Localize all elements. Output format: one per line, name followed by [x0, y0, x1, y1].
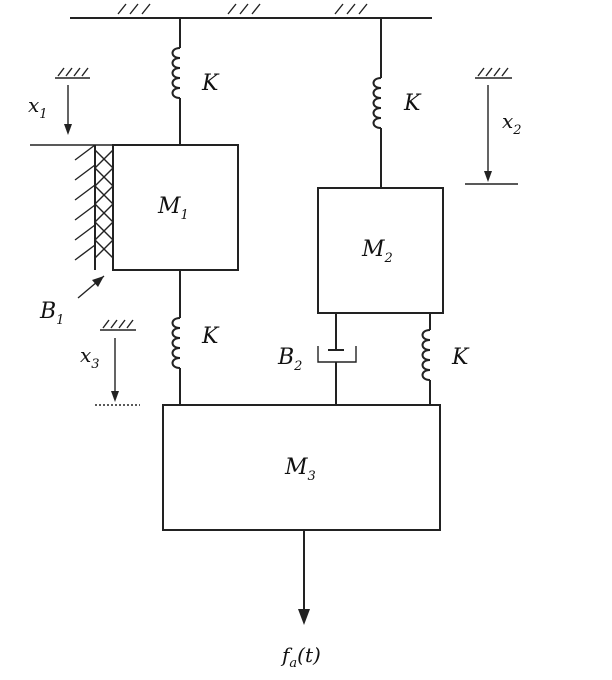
damper-b1-wall — [30, 144, 114, 299]
spring-k3 — [171, 270, 181, 405]
damper-b2-label: B2 — [277, 345, 302, 374]
force-label: fa(t) — [280, 643, 321, 671]
x1-label: x1 — [28, 93, 48, 122]
spring-k1-label: K — [201, 71, 220, 96]
spring-k3-label: K — [201, 324, 220, 349]
spring-k1 — [171, 18, 181, 145]
x2-label: x2 — [502, 109, 522, 138]
damper-b1-label: B1 — [39, 299, 64, 328]
mass-m1: M1 — [112, 144, 239, 271]
x1-reference — [55, 67, 90, 135]
x3-label: x3 — [80, 343, 100, 372]
force-arrow — [298, 530, 310, 625]
spring-k4 — [421, 313, 431, 405]
mass-m1-label: M1 — [157, 194, 189, 223]
spring-k2-label: K — [403, 91, 422, 116]
spring-k2 — [372, 18, 382, 188]
damper-b2 — [317, 313, 357, 405]
x2-reference — [465, 67, 518, 185]
mass-m2: M2 — [317, 187, 444, 314]
mass-m2-label: M2 — [361, 237, 393, 266]
x3-reference — [95, 319, 140, 406]
ceiling — [70, 3, 432, 19]
mass-m3: M3 — [162, 404, 441, 531]
mass-m3-label: M3 — [284, 455, 316, 484]
spring-k4-label: K — [451, 345, 470, 370]
